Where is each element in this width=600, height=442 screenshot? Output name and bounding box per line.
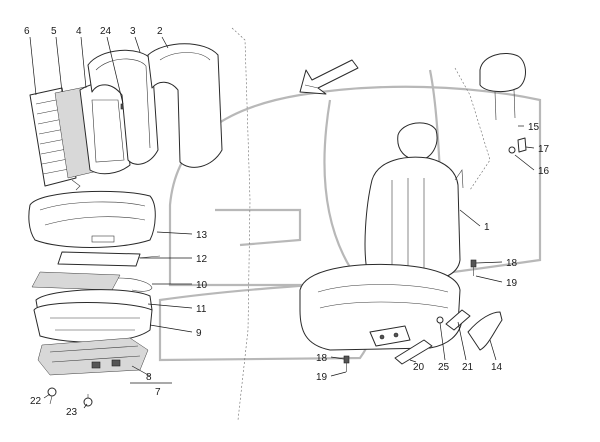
label-part-9: 9 <box>196 328 202 339</box>
direction-arrow <box>299 59 359 95</box>
headrest-guide-part-17 <box>508 137 527 154</box>
label-part-12: 12 <box>196 254 208 265</box>
label-part-7: 7 <box>155 387 161 398</box>
heating-mat-part-12 <box>57 251 161 267</box>
washer-part-25 <box>436 316 444 324</box>
label-part-18-upper: 18 <box>506 258 518 269</box>
label-part-13: 13 <box>196 230 208 241</box>
label-part-8: 8 <box>146 372 152 383</box>
seat-cushion-part-13 <box>28 190 156 248</box>
label-part-3: 3 <box>130 26 136 37</box>
label-part-23: 23 <box>66 407 78 418</box>
separator-line-right <box>454 67 491 191</box>
label-part-6: 6 <box>24 26 30 37</box>
label-part-5: 5 <box>51 26 57 37</box>
screw-part-18b <box>343 355 350 372</box>
label-part-16: 16 <box>538 166 550 177</box>
complete-seat-part-1 <box>299 122 464 351</box>
label-part-21: 21 <box>462 362 474 373</box>
lever-part-20 <box>394 339 433 365</box>
label-part-22: 22 <box>30 396 42 407</box>
label-part-17: 17 <box>538 144 550 155</box>
mat-part-10 <box>31 271 153 292</box>
label-part-18-lower: 18 <box>316 353 328 364</box>
part-number-labels: 6 5 4 24 3 2 13 12 10 11 9 8 7 22 23 15 … <box>24 26 550 418</box>
label-part-2: 2 <box>157 26 163 37</box>
leader-lines <box>29 36 535 409</box>
label-part-19-upper: 19 <box>506 278 518 289</box>
label-part-11: 11 <box>196 304 207 315</box>
headrest-part-15 <box>479 53 526 121</box>
label-part-15: 15 <box>528 122 540 133</box>
backrest-shell-part-2 <box>147 43 223 168</box>
label-part-4: 4 <box>76 26 82 37</box>
bolt-part-22 <box>47 387 57 405</box>
label-part-24: 24 <box>100 26 112 37</box>
label-part-25: 25 <box>438 362 450 373</box>
label-part-1: 1 <box>484 222 490 233</box>
screw-part-18a <box>470 259 477 276</box>
label-part-19-lower: 19 <box>316 372 328 383</box>
separator-line <box>231 27 251 421</box>
nut-part-23 <box>83 394 93 407</box>
seat-rails-part-8 <box>37 337 149 376</box>
label-part-10: 10 <box>196 280 208 291</box>
seat-frame-part-9 <box>33 302 153 343</box>
label-part-20: 20 <box>413 362 425 373</box>
trim-part-21 <box>445 309 471 331</box>
label-part-14: 14 <box>491 362 503 373</box>
side-cover-part-14 <box>467 311 503 351</box>
backrest-frame-part-3 <box>87 49 159 165</box>
